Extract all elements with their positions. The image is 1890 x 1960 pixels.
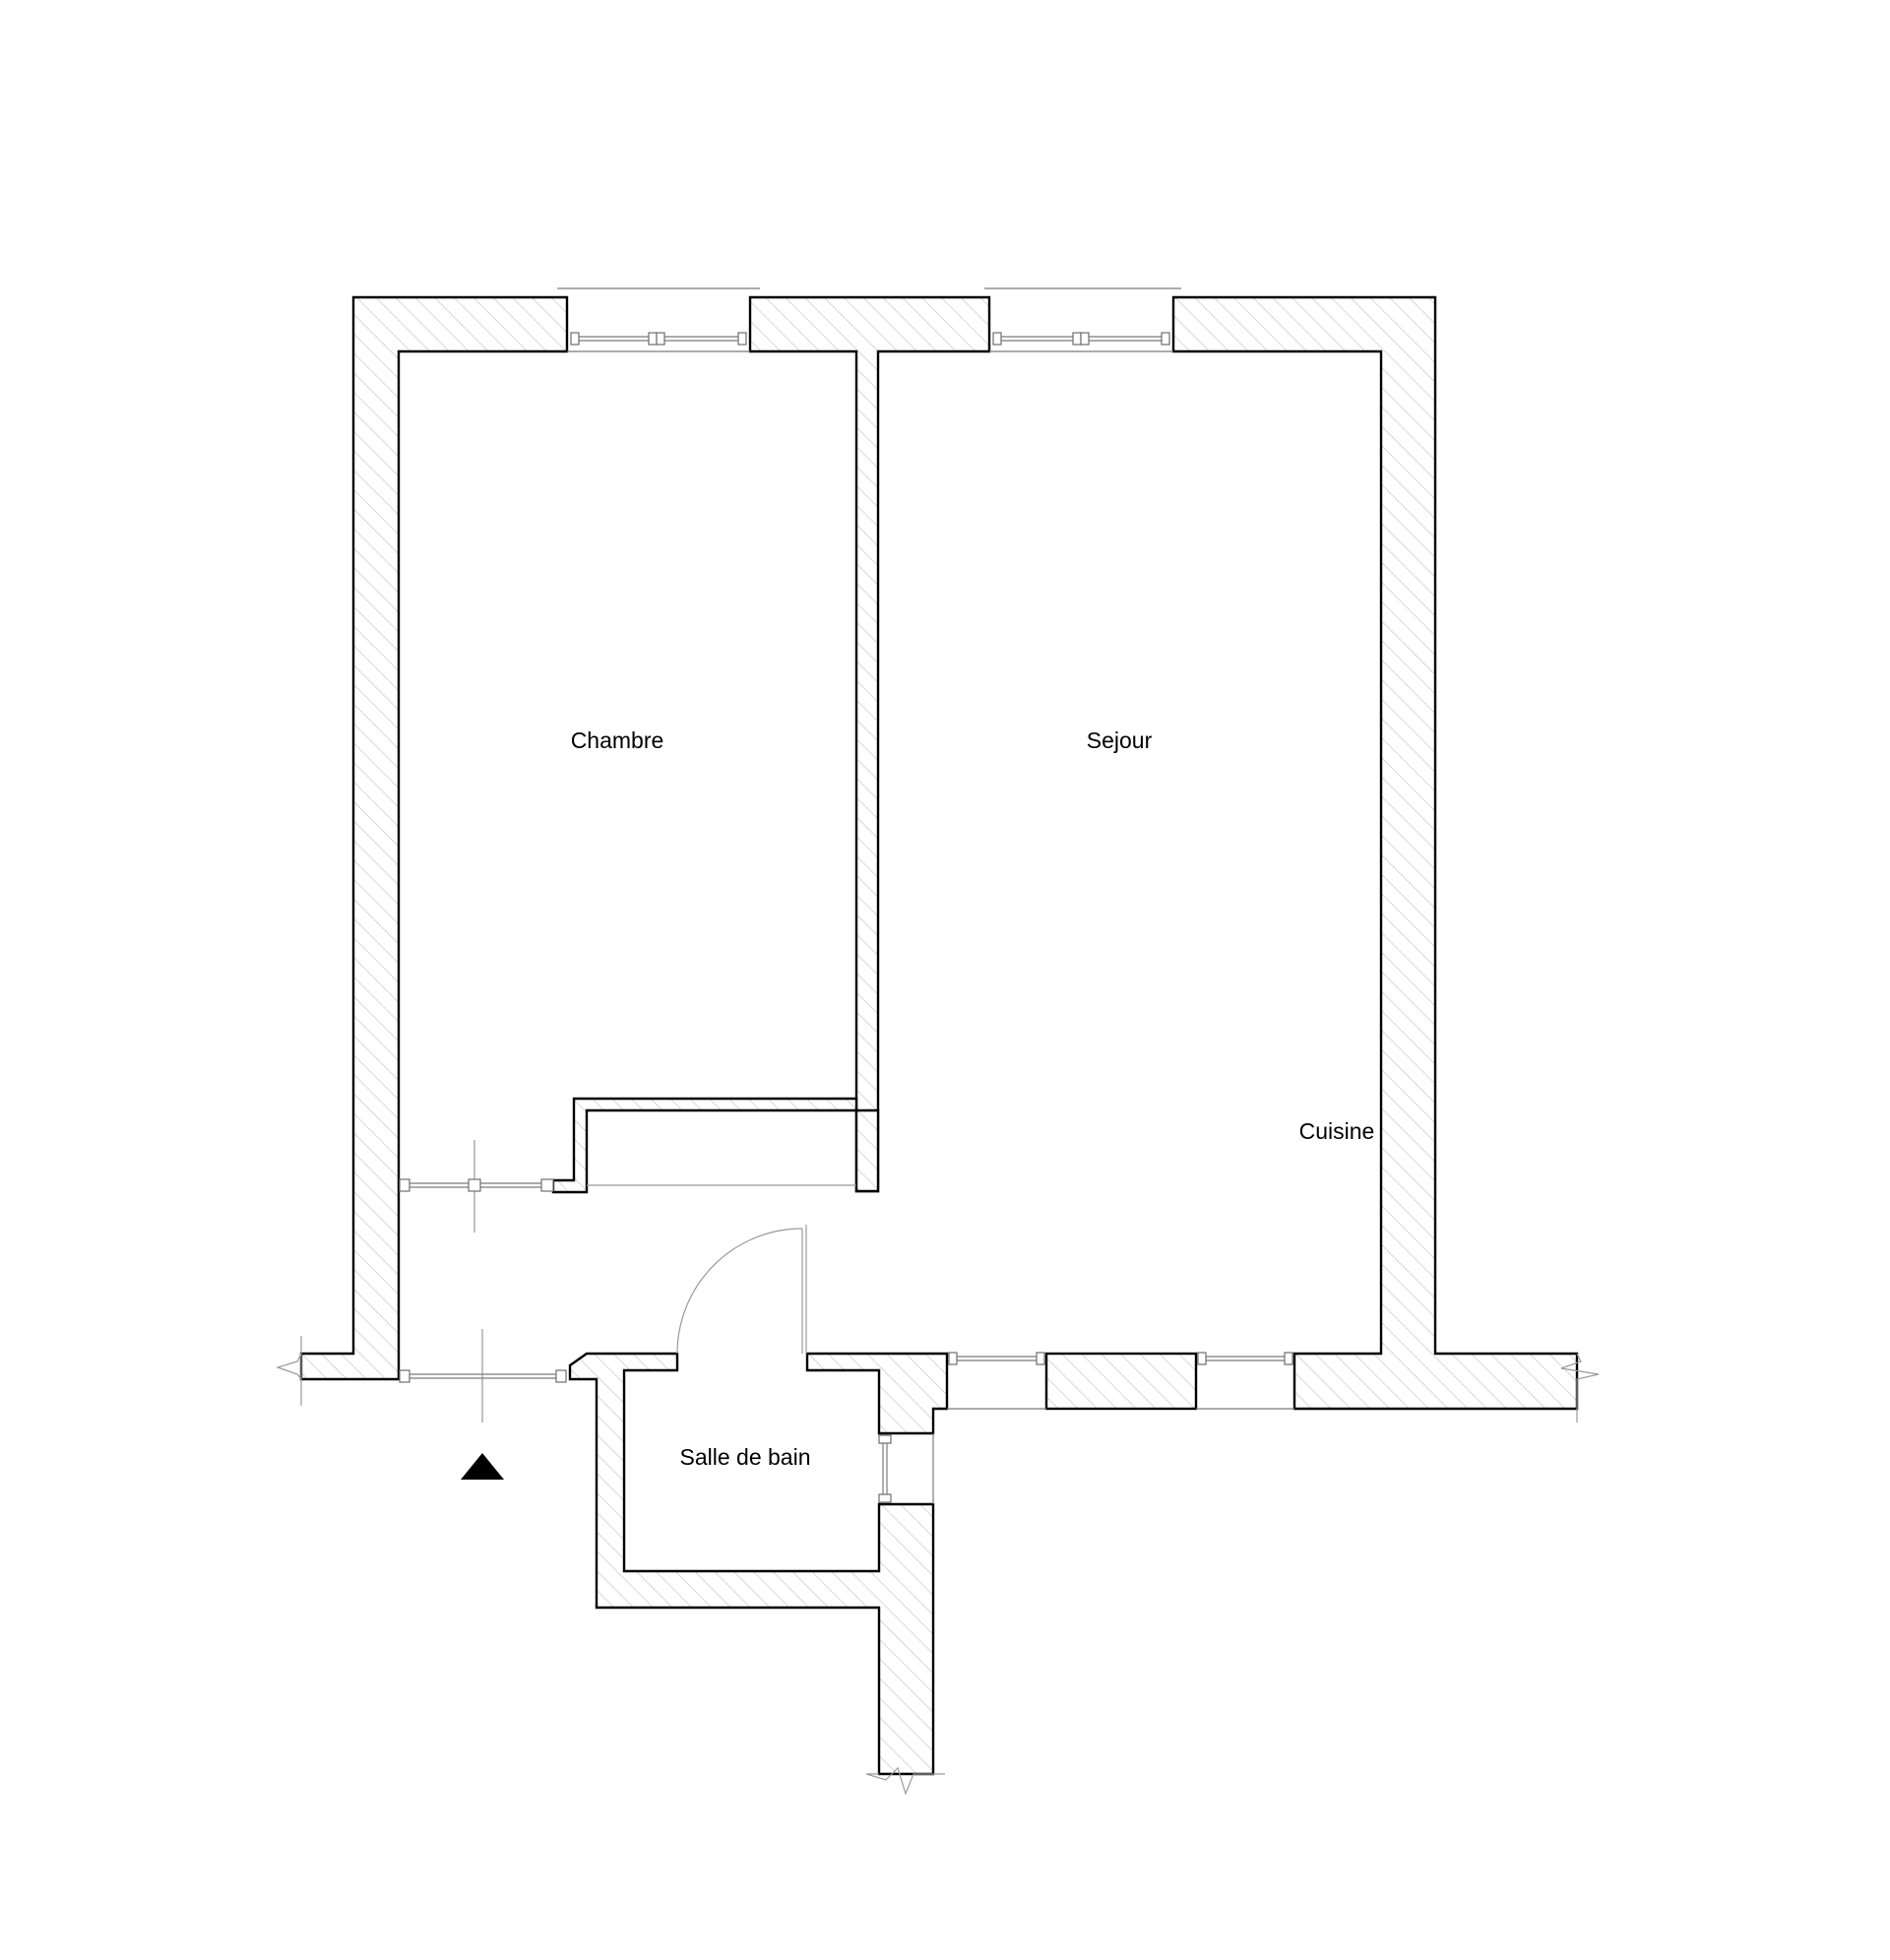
wall-closet [551,1097,858,1194]
door-chambre-sliding [399,1140,856,1233]
wall-closet-side [854,1108,880,1193]
door-bathroom-swing [676,1225,807,1355]
door-entrance-sliding [399,1329,567,1423]
window-bottom-2 [1196,1352,1294,1410]
wall-pier-door [805,1352,949,1435]
wall-pier-middle [1044,1352,1198,1411]
room-label-sejour: Sejour [1087,727,1153,753]
doors [399,1140,856,1423]
room-label-salle-de-bain: Salle de bain [680,1444,811,1470]
room-label-chambre: Chambre [571,727,664,753]
walls [299,295,1579,1776]
window-top-right [984,287,1181,352]
wall-right [1171,295,1579,1411]
room-label-cuisine: Cuisine [1299,1118,1375,1144]
window-bottom-1 [947,1352,1046,1410]
wall-left [299,295,569,1381]
window-top-left [557,287,760,352]
break-lines [276,1336,1600,1796]
wall-bathroom [568,1352,935,1776]
window-bathroom [878,1433,934,1504]
windows [557,287,1294,1504]
entrance-arrow-icon [461,1453,504,1480]
wall-top-middle [748,295,991,1193]
